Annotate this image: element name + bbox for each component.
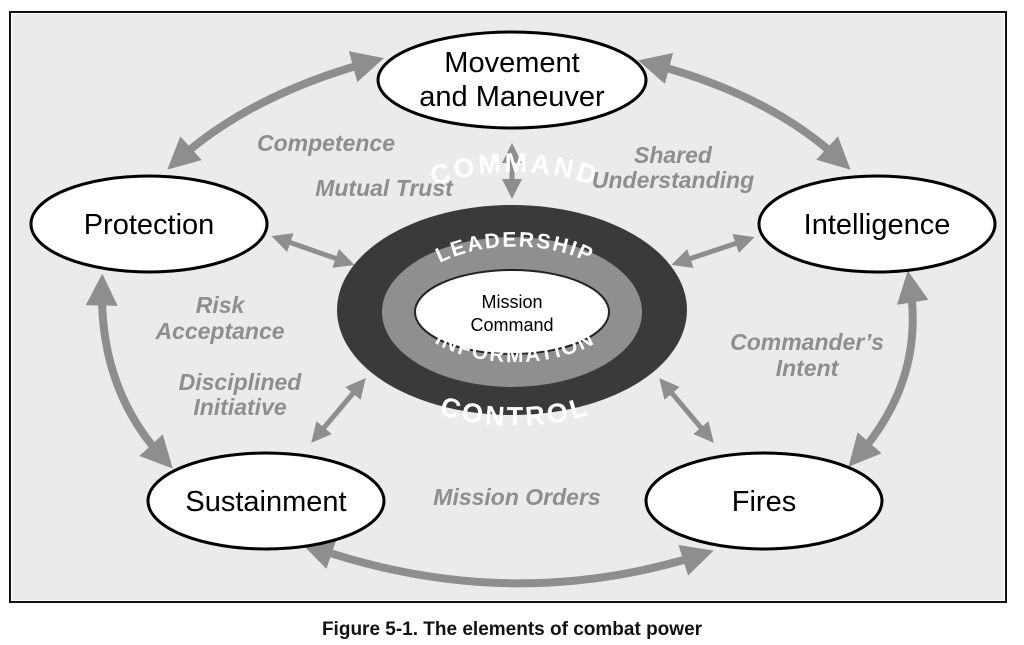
arrow-intelligence-fires [848, 270, 929, 467]
outer-cycle-arrows [85, 51, 929, 588]
principle-mutual-trust: Mutual Trust [315, 175, 454, 201]
principle-mission-orders: Mission Orders [433, 484, 600, 510]
principle-risk-line1: Risk [196, 292, 246, 318]
arrow-center-sustainment [311, 378, 366, 443]
arrow-center-fires [659, 378, 714, 443]
node-intelligence: Intelligence [757, 174, 997, 274]
figure-caption: Figure 5-1. The elements of combat power [321, 619, 703, 640]
principle-intent-line1: Commander’s [730, 329, 884, 355]
principle-disciplined-line2: Initiative [193, 394, 287, 420]
fires-label: Fires [732, 486, 796, 518]
arrow-center-protection [271, 233, 355, 268]
principle-shared-line1: Shared [634, 142, 713, 168]
mission-command-line2: Command [470, 315, 553, 335]
protection-label: Protection [84, 209, 215, 241]
arrow-movement-intelligence [638, 53, 851, 170]
mission-command-line1: Mission [481, 292, 542, 312]
movement-label-line1: Movement [444, 47, 579, 79]
movement-label-line2: and Maneuver [419, 81, 605, 113]
command-control-rings: COMMAND CONTROL LEADERSHIP INFORMATION M… [337, 148, 687, 432]
mission-command-core [414, 269, 610, 355]
arrow-protection-sustainment [85, 273, 173, 469]
arrow-sustainment-fires [301, 538, 714, 588]
inner-connector-arrows [271, 143, 755, 443]
intelligence-label: Intelligence [804, 209, 951, 241]
node-fires: Fires [644, 451, 884, 551]
principle-competence: Competence [257, 130, 395, 156]
principle-disciplined-line1: Disciplined [179, 369, 303, 395]
node-sustainment: Sustainment [146, 451, 386, 551]
node-movement-maneuver: Movement and Maneuver [376, 30, 648, 130]
principle-intent-line2: Intent [776, 355, 840, 381]
sustainment-label: Sustainment [185, 486, 346, 518]
mission-command-principles: Competence Mutual Trust Shared Understan… [154, 130, 883, 510]
arrow-center-intelligence [671, 233, 755, 269]
node-protection: Protection [29, 174, 269, 274]
principle-shared-line2: Understanding [592, 167, 754, 193]
arrow-protection-movement [167, 51, 384, 170]
principle-risk-line2: Acceptance [154, 318, 284, 344]
